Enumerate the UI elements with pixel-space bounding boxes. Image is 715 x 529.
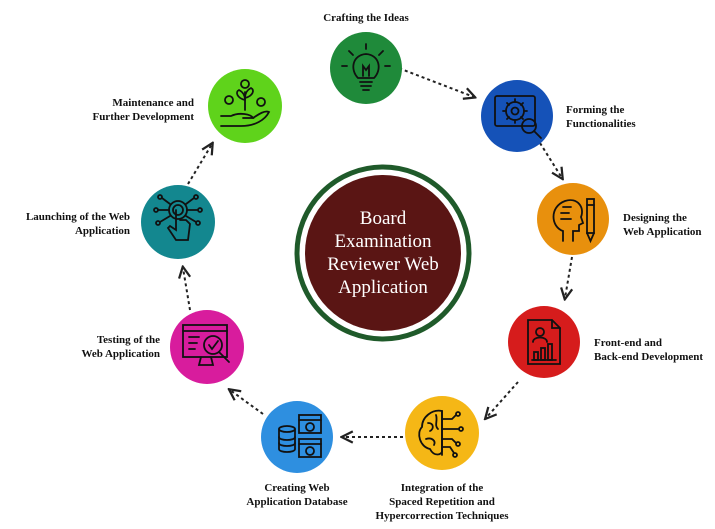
label-launching-line-2: Application [74, 225, 130, 237]
arrow-designing-to-development [565, 256, 572, 298]
label-crafting: Crafting the Ideas [310, 11, 422, 25]
brain-circuit-icon [418, 409, 464, 458]
label-integration-line-3: Hypercorrection Techniques [375, 510, 509, 522]
label-testing-line-2: Web Application [81, 348, 160, 360]
hand-plant-icon [220, 79, 271, 127]
center-node [294, 164, 472, 342]
center-title-line-4: Application [338, 277, 428, 298]
step-crafting [330, 32, 402, 104]
cycle-arrows [183, 63, 572, 437]
center-title-line-1: Board [359, 208, 407, 229]
arrow-database-to-testing [230, 390, 264, 415]
step-maintenance [208, 69, 282, 143]
label-maintenance: Maintenance and Further Development [74, 96, 194, 124]
document-chart-icon [527, 319, 561, 365]
gear-magnifier-icon [494, 95, 542, 139]
label-testing: Testing of the Web Application [50, 333, 160, 361]
label-integration-line-2: Spaced Repetition and [389, 496, 495, 508]
label-testing-line-1: Testing of the [96, 334, 160, 346]
label-development-line-1: Front-end and [594, 337, 662, 349]
monitor-check-icon [182, 324, 230, 366]
head-pencil-icon [552, 198, 595, 244]
label-designing: Designing the Web Application [623, 211, 702, 239]
step-integration [405, 396, 479, 470]
label-crafting-line-1: Crafting the Ideas [323, 12, 409, 24]
step-designing [537, 183, 609, 255]
step-testing-circle [170, 310, 244, 384]
label-integration-line-1: Integration of the [400, 482, 484, 494]
arrow-development-to-integration [486, 381, 519, 418]
label-maintenance-line-1: Maintenance and [112, 97, 194, 109]
label-maintenance-line-2: Further Development [92, 111, 194, 123]
label-designing-line-1: Designing the [623, 212, 687, 224]
lightbulb-icon [341, 43, 391, 91]
label-integration: Integration of the Spaced Repetition and… [364, 481, 520, 523]
label-forming-line-2: Functionalities [566, 118, 636, 130]
label-database-line-2: Application Database [246, 496, 348, 508]
step-designing-circle [537, 183, 609, 255]
step-database [261, 401, 333, 473]
arrow-forming-to-designing [539, 142, 562, 178]
label-designing-line-2: Web Application [623, 226, 702, 238]
step-forming [481, 80, 553, 152]
step-crafting-circle [330, 32, 402, 104]
step-database-circle [261, 401, 333, 473]
step-launching-circle [141, 185, 215, 259]
center-fill [305, 175, 461, 331]
label-launching: Launching of the Web Application [2, 210, 130, 238]
step-development [508, 306, 580, 378]
label-development-line-2: Back-end Development [594, 351, 704, 363]
label-forming-line-1: Forming the [566, 104, 625, 116]
label-database-line-1: Creating Web [264, 482, 330, 494]
label-database: Creating Web Application Database [232, 481, 362, 509]
label-launching-line-1: Launching of the Web [25, 211, 130, 223]
label-forming: Forming the Functionalities [566, 103, 636, 131]
step-forming-circle [481, 80, 553, 152]
step-development-circle [508, 306, 580, 378]
arrow-testing-to-launching [183, 268, 190, 311]
touch-circuit-icon [153, 194, 203, 241]
label-development: Front-end and Back-end Development [594, 336, 703, 364]
center-title-line-2: Examination [334, 231, 432, 252]
database-window-icon [278, 414, 322, 458]
step-launching [141, 185, 215, 259]
center-title: Board Examination Reviewer Web Applicati… [305, 188, 461, 318]
arrow-launching-to-maintenance [187, 144, 212, 185]
center-title-line-3: Reviewer Web [327, 254, 439, 275]
step-testing [170, 310, 244, 384]
